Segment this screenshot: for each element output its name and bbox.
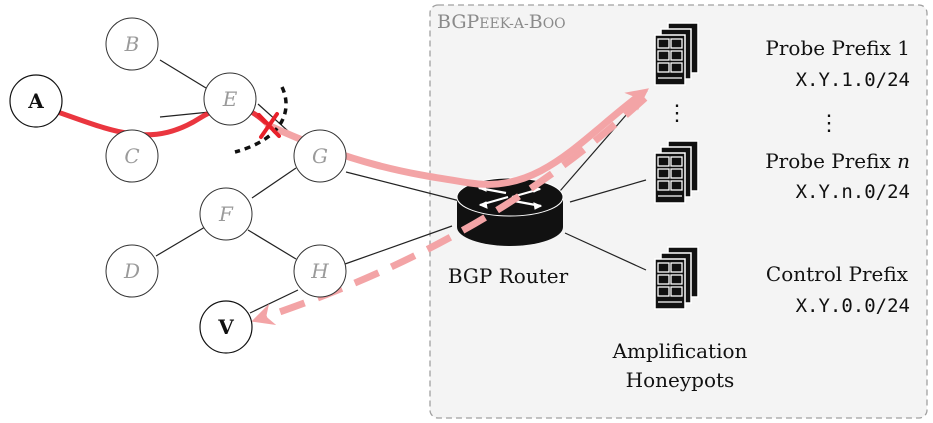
svg-text:D: D [123,259,140,283]
node-V: V [199,300,253,354]
node-C: C [105,129,159,183]
control-prefix-name: Control Prefix [766,262,909,286]
honeypots-label-line1: Amplification [612,339,748,363]
server-rack-icon [654,246,699,310]
node-F: F [199,187,253,241]
svg-text:C: C [124,144,139,168]
prefix-n-addr: X.Y.n.0/24 [796,181,910,203]
cut-x-icon [257,112,281,139]
prefix-n-name: Probe Prefix n [765,149,910,173]
honeypots-label-line2: Honeypots [626,368,735,392]
bgp-router-icon [456,177,564,246]
svg-text:V: V [217,315,234,339]
node-H: H [293,244,347,298]
node-D: D [105,244,159,298]
node-E: E [203,72,257,126]
svg-text:H: H [310,259,329,283]
node-B: B [105,17,159,71]
ellipsis-servers: ⋮ [666,101,688,126]
node-A: A [9,74,63,128]
node-G: G [293,129,347,183]
server-rack-icon [654,140,699,204]
ellipsis-prefixes: ⋮ [818,111,840,136]
svg-text:F: F [218,202,234,226]
svg-text:B: B [124,32,140,56]
cut-line-icon [234,86,288,154]
svg-text:E: E [222,87,238,111]
prefix-1-addr: X.Y.1.0/24 [796,69,910,91]
svg-text:A: A [27,89,44,113]
honeypot-box [429,4,928,419]
prefix-1-name: Probe Prefix 1 [765,36,910,60]
svg-text:G: G [312,144,328,168]
router-label: BGP Router [448,264,569,288]
control-prefix-addr: X.Y.0.0/24 [796,295,910,317]
box-title: BGPEEK-A-BOO [437,11,566,33]
server-rack-icon [654,22,699,86]
